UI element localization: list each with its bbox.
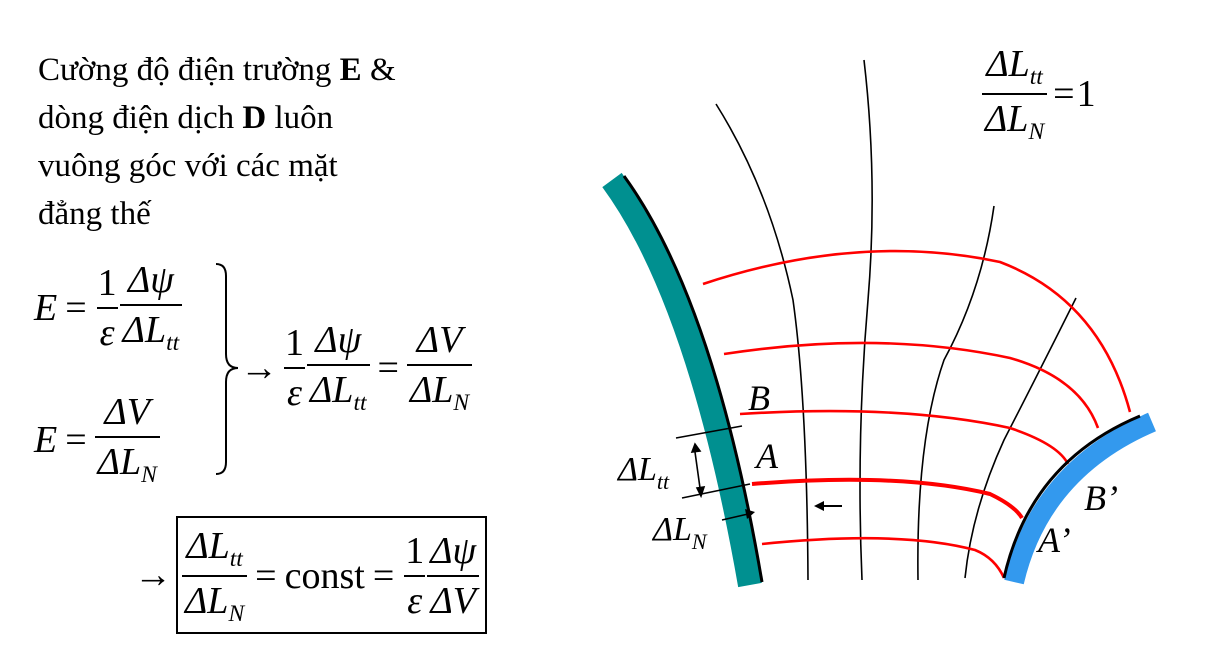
label-B-prime: B’ bbox=[1084, 478, 1118, 518]
equation-boxed-result: → ΔLtt ΔLN = const = 1 ε Δψ ΔV bbox=[134, 516, 488, 635]
right-electrode-edge bbox=[1002, 414, 1141, 579]
intro-line-2: dòng điện dịch D luôn bbox=[38, 100, 334, 136]
dln-arrow bbox=[721, 509, 755, 521]
intro-paragraph: Cường độ điện trường E & dòng điện dịch … bbox=[38, 46, 396, 238]
right-electrode bbox=[1004, 412, 1156, 585]
field-line-2 bbox=[859, 59, 873, 581]
equation-combined: → 1 ε Δψ ΔLtt = ΔV ΔLN bbox=[240, 318, 473, 417]
fraction-dpsi-over-dltt-2: Δψ ΔLtt bbox=[307, 318, 370, 417]
label-B: B bbox=[748, 378, 770, 418]
field-lines bbox=[715, 59, 1077, 581]
field-line-4 bbox=[964, 297, 1077, 579]
fraction-ratio: ΔLtt ΔLN bbox=[982, 42, 1048, 146]
right-brace bbox=[215, 263, 239, 475]
equipotential-line-2 bbox=[723, 341, 1100, 429]
equipotential-lines bbox=[702, 249, 1132, 579]
equation-e-psi: E = 1 ε Δψ ΔLtt bbox=[34, 258, 183, 357]
label-dln: ΔLN bbox=[651, 511, 708, 554]
label-A-prime: A’ bbox=[1036, 520, 1071, 560]
fraction-dpsi-over-dltt: Δψ ΔLtt bbox=[119, 258, 183, 357]
fraction-one-over-epsilon-3: 1 ε bbox=[404, 530, 426, 623]
fraction-dv-over-dln-2: ΔV ΔLN bbox=[406, 318, 473, 417]
fraction-dltt-over-dln: ΔLtt ΔLN bbox=[182, 524, 248, 628]
label-A: A bbox=[754, 436, 779, 476]
equipotential-line-5 bbox=[761, 536, 1006, 579]
intro-line-4: đẳng thế bbox=[38, 196, 151, 232]
intro-line-1: Cường độ điện trường E & bbox=[38, 52, 396, 88]
dltt-dimension bbox=[675, 425, 751, 499]
intro-line-3: vuông góc với các mặt bbox=[38, 148, 338, 184]
equation-e-v: E = ΔV ΔLN bbox=[34, 390, 160, 489]
fraction-one-over-epsilon: 1 ε bbox=[96, 261, 118, 354]
left-electrode bbox=[602, 172, 762, 588]
small-direction-arrow bbox=[814, 501, 842, 511]
equipotential-line-3 bbox=[739, 409, 1070, 465]
fraction-dv-over-dln: ΔV ΔLN bbox=[94, 390, 160, 489]
equipotential-line-4 bbox=[751, 477, 1024, 520]
result-box: ΔLtt ΔLN = const = 1 ε Δψ ΔV bbox=[176, 516, 488, 635]
fraction-one-over-epsilon-2: 1 ε bbox=[284, 321, 305, 414]
equation-ratio-one: ΔLtt ΔLN = 1 bbox=[982, 42, 1096, 146]
equipotential-line-1 bbox=[702, 249, 1132, 413]
fraction-dpsi-over-dv: Δψ ΔV bbox=[427, 529, 479, 623]
field-line-3 bbox=[917, 205, 995, 581]
left-electrode-edge bbox=[622, 175, 764, 583]
label-dltt: ΔLtt bbox=[616, 451, 670, 494]
